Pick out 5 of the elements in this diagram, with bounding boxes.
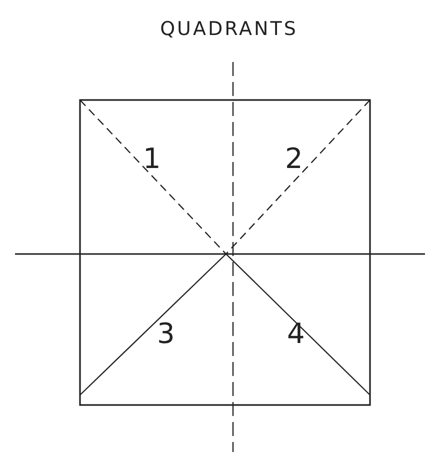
quadrant-number: 1 — [143, 145, 161, 173]
quadrant-number: 4 — [287, 320, 305, 348]
diagram-title: QUADRANTS — [159, 20, 299, 39]
quadrant-number: 3 — [157, 320, 175, 348]
quadrant-number: 2 — [285, 145, 303, 173]
